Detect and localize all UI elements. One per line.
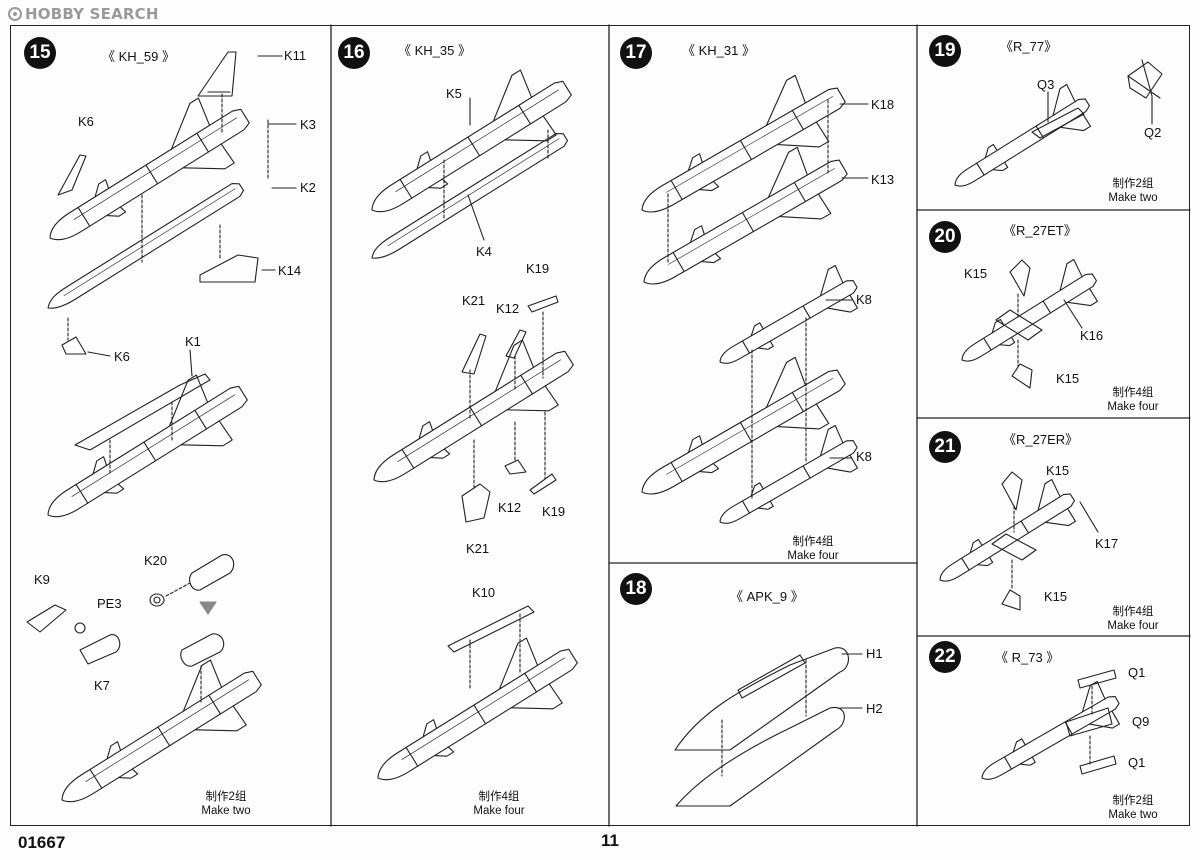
note-cn: 制作4组 xyxy=(792,536,834,548)
part-label: K19 xyxy=(526,261,550,276)
note-en: Make two xyxy=(1108,809,1158,821)
note-en: Make four xyxy=(1107,401,1159,413)
part-label: K16 xyxy=(1080,328,1104,343)
step-18-title: 《 APK_9 》 xyxy=(730,589,804,604)
step-22-note: 制作2组 Make two xyxy=(1108,794,1157,822)
note-en: Make four xyxy=(473,805,525,817)
step-21-title: 《R_27ER》 xyxy=(1003,432,1079,447)
part-label: K15 xyxy=(1056,371,1080,386)
part-label: Q9 xyxy=(1132,714,1150,729)
step-21-note: 制作4组 Make four xyxy=(1107,605,1158,633)
step-22-title: 《 R_73 》 xyxy=(995,650,1060,665)
part-label: Q3 xyxy=(1037,77,1055,92)
part-label: K8 xyxy=(856,292,872,307)
step-20-number: 20 xyxy=(929,221,961,253)
part-label: K19 xyxy=(542,504,566,519)
step-20-note: 制作4组 Make four xyxy=(1107,386,1158,414)
part-label: K13 xyxy=(871,172,895,187)
instruction-frame xyxy=(10,25,1190,826)
step-17-number: 17 xyxy=(620,37,652,69)
step-15-title: 《 KH_59 》 xyxy=(102,49,175,64)
watermark: HOBBY SEARCH xyxy=(8,5,159,23)
step-18-number: 18 xyxy=(620,573,652,605)
part-label: Q1 xyxy=(1128,665,1146,680)
part-label: K14 xyxy=(278,263,302,278)
part-label: H1 xyxy=(866,646,883,661)
note-cn: 制作2组 xyxy=(205,791,247,803)
part-label: K6 xyxy=(114,349,130,364)
part-label: K8 xyxy=(856,449,872,464)
part-label: K21 xyxy=(466,541,490,556)
step-17-note: 制作4组 Make four xyxy=(787,535,838,563)
part-label: K2 xyxy=(300,180,316,195)
product-code: 01667 xyxy=(18,833,66,852)
part-label: K11 xyxy=(284,48,307,63)
part-label: K15 xyxy=(1044,589,1068,604)
part-label: K1 xyxy=(185,334,201,349)
part-label: K3 xyxy=(300,117,316,132)
note-en: Make four xyxy=(787,550,839,562)
step-15-note: 制作2组 Make two xyxy=(201,790,250,818)
part-label: K9 xyxy=(34,572,50,587)
note-cn: 制作2组 xyxy=(1112,178,1154,190)
part-label: K6 xyxy=(78,114,94,129)
part-label: K21 xyxy=(462,293,486,308)
note-cn: 制作4组 xyxy=(1112,606,1154,618)
part-label: K20 xyxy=(144,553,168,568)
note-cn: 制作2组 xyxy=(1112,795,1154,807)
part-label: K5 xyxy=(446,86,462,101)
step-15-number: 15 xyxy=(24,37,56,69)
watermark-text: HOBBY SEARCH xyxy=(25,5,159,23)
part-label: K15 xyxy=(964,266,988,281)
hobbysearch-logo-icon xyxy=(8,7,22,21)
step-19-title: 《R_77》 xyxy=(1000,39,1058,54)
part-label: K17 xyxy=(1095,536,1119,551)
step-22-number: 22 xyxy=(929,641,961,673)
part-label: K15 xyxy=(1046,463,1070,478)
part-label: H2 xyxy=(866,701,883,716)
note-en: Make four xyxy=(1107,620,1159,632)
part-label: K10 xyxy=(472,585,496,600)
note-en: Make two xyxy=(201,805,251,817)
part-label: Q2 xyxy=(1144,125,1162,140)
note-en: Make two xyxy=(1108,192,1158,204)
page-number: 11 xyxy=(601,831,619,850)
part-label: K12 xyxy=(496,301,520,316)
step-16-number: 16 xyxy=(338,37,370,69)
step-21-number: 21 xyxy=(929,431,961,463)
step-16-title: 《 KH_35 》 xyxy=(398,43,471,58)
part-label: K12 xyxy=(498,500,522,515)
part-label: K7 xyxy=(94,678,110,693)
step-20-title: 《R_27ET》 xyxy=(1003,223,1077,238)
part-label: Q1 xyxy=(1128,755,1146,770)
step-17-title: 《 KH_31 》 xyxy=(682,43,755,58)
step-16-note: 制作4组 Make four xyxy=(473,790,524,818)
part-label: K18 xyxy=(871,97,895,112)
note-cn: 制作4组 xyxy=(1112,387,1154,399)
note-cn: 制作4组 xyxy=(478,791,520,803)
step-19-number: 19 xyxy=(929,35,961,67)
part-label: PE3 xyxy=(97,596,122,611)
part-label: K4 xyxy=(476,244,492,259)
step-19-note: 制作2组 Make two xyxy=(1108,177,1157,205)
